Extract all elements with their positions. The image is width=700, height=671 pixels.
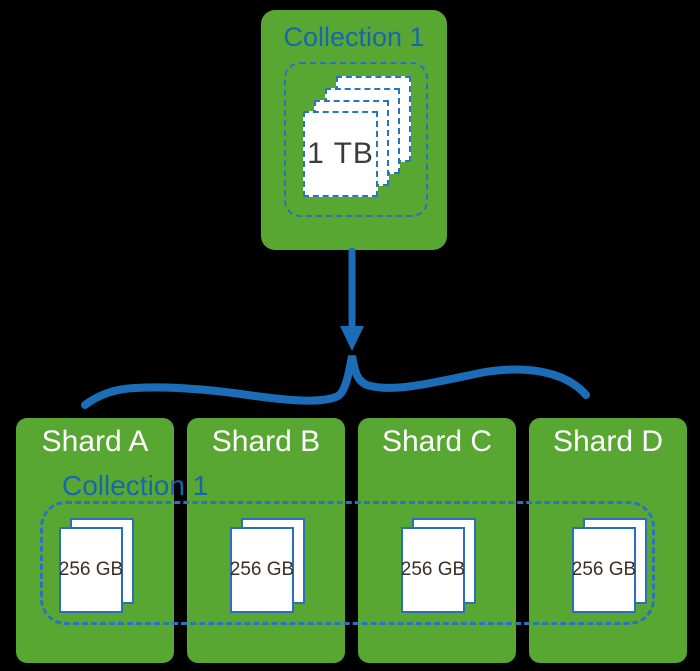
collection-box: Collection 1 1 TB [261, 10, 447, 250]
shard-label: Shard B [211, 425, 321, 458]
down-arrow-head-icon [340, 326, 364, 351]
document-page-icon: 1 TB [303, 111, 378, 197]
collection-title: Collection 1 [283, 22, 425, 52]
collection-chunks-outline: 1 TB [284, 62, 428, 217]
shard-label: Shard C [381, 425, 493, 458]
collection-capacity-label: 1 TB [307, 137, 374, 170]
shard-capacity-label: 256 GB [400, 559, 466, 580]
shard-collection-outline [40, 501, 655, 625]
document-page-icon: 256 GB [401, 527, 465, 613]
shard-capacity-label: 256 GB [229, 559, 295, 580]
document-page-icon: 256 GB [59, 527, 123, 613]
curly-brace-icon [81, 355, 590, 409]
shard-collection-label: Collection 1 [62, 470, 209, 501]
shard-capacity-label: 256 GB [58, 559, 124, 580]
shard-label: Shard D [552, 425, 664, 458]
document-page-icon: 256 GB [572, 527, 636, 613]
shard-label: Shard A [41, 425, 149, 458]
document-page-icon: 256 GB [230, 527, 294, 613]
shard-capacity-label: 256 GB [571, 559, 637, 580]
